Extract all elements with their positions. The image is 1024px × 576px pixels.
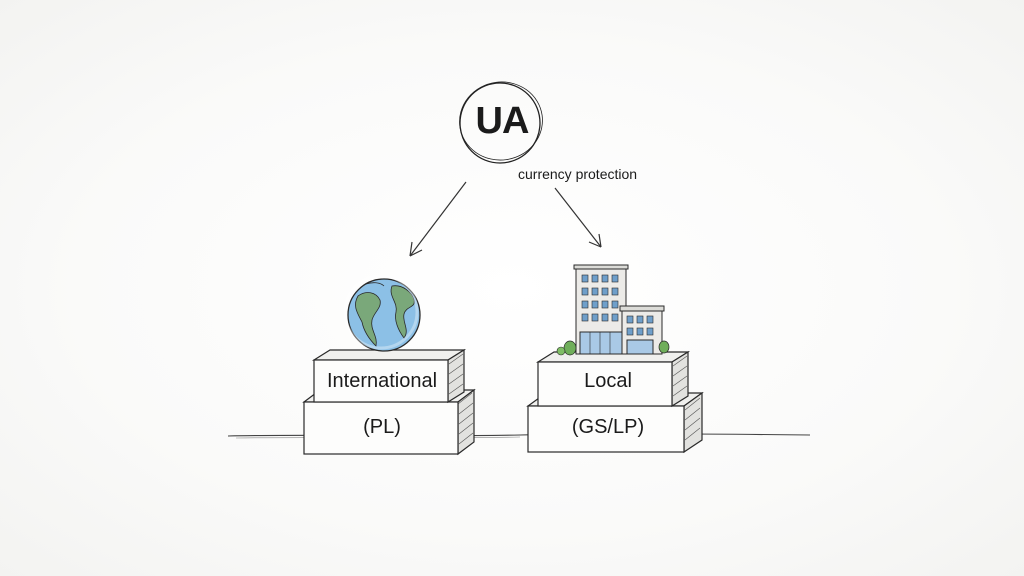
buildings-icon bbox=[556, 264, 670, 356]
arrow-left bbox=[409, 181, 467, 257]
international-label: International bbox=[326, 370, 438, 392]
box-international bbox=[311, 348, 467, 404]
arrow-right bbox=[554, 187, 602, 248]
local-label: Local bbox=[584, 370, 632, 392]
gs-lp-label: (GS/LP) bbox=[571, 416, 645, 438]
pl-label: (PL) bbox=[363, 416, 401, 438]
ua-circle bbox=[459, 81, 543, 164]
globe-icon bbox=[343, 274, 421, 352]
ua-node-label: UA bbox=[475, 100, 530, 142]
currency-protection-annotation: currency protection bbox=[518, 166, 638, 182]
